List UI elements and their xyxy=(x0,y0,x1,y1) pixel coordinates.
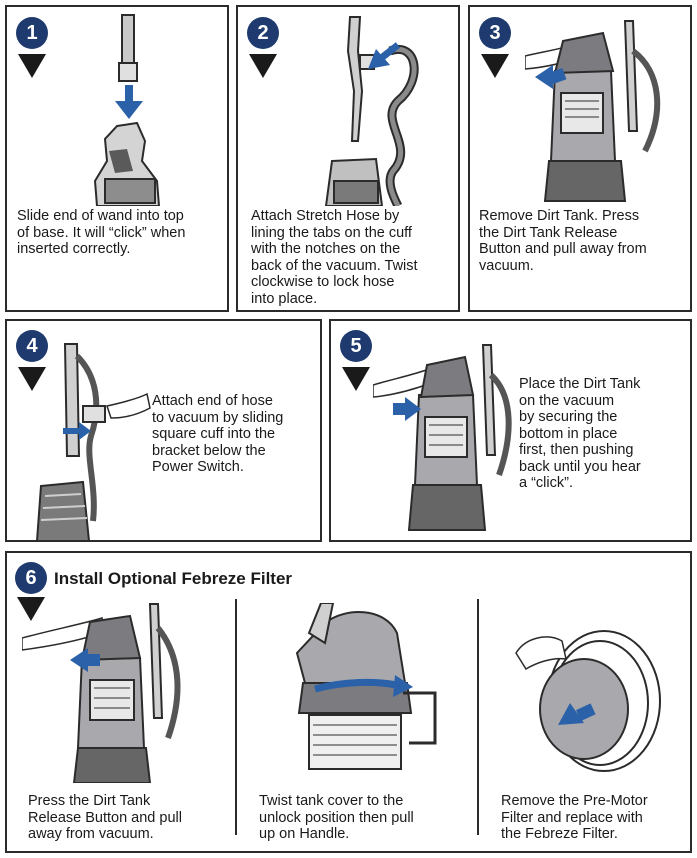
step-4-text: Attach end of hose to vacuum by sliding … xyxy=(152,393,284,475)
hose-attach-illustration xyxy=(36,343,151,540)
step-number-badge: 1 xyxy=(16,17,48,49)
step-5-panel: 5 Place the Dirt Tank on the vacuum by s… xyxy=(329,319,692,542)
step-pointer-triangle xyxy=(481,54,509,78)
step-6-substep-1-text: Press the Dirt Tank Release Button and p… xyxy=(28,793,182,842)
step-5-text: Place the Dirt Tank on the vacuum by sec… xyxy=(519,376,641,491)
step-2-text: Attach Stretch Hose by lining the tabs o… xyxy=(251,208,418,307)
step-pointer-triangle xyxy=(342,367,370,391)
step-number-badge: 5 xyxy=(340,330,372,362)
step-1-text: Slide end of wand into top of base. It w… xyxy=(17,208,186,257)
step-3-text: Remove Dirt Tank. Press the Dirt Tank Re… xyxy=(479,208,647,274)
step-pointer-triangle xyxy=(249,54,277,78)
step-number-badge: 2 xyxy=(247,17,279,49)
substep-divider xyxy=(235,599,237,835)
step-pointer-triangle xyxy=(17,597,45,621)
stretch-hose-illustration xyxy=(324,16,419,206)
step-4-panel: 4 Attach end of hose to vacuum by slidin… xyxy=(5,319,322,542)
substep-divider xyxy=(477,599,479,835)
filter-replace-illustration xyxy=(515,630,661,772)
dirt-tank-removal-illustration xyxy=(525,20,661,202)
step-2-panel: 2 Attach Stretch Hose by lining the tabs… xyxy=(236,5,460,312)
step-number-badge: 4 xyxy=(16,330,48,362)
step-6-substep-3-text: Remove the Pre-Motor Filter and replace … xyxy=(501,793,648,842)
step-6-panel: 6 Install Optional Febreze Filter Press … xyxy=(5,551,692,853)
step-6-title: Install Optional Febreze Filter xyxy=(54,569,293,588)
tank-cover-twist-illustration xyxy=(295,603,437,770)
step-pointer-triangle xyxy=(18,54,46,78)
step-pointer-triangle xyxy=(18,367,46,391)
wand-insert-illustration xyxy=(93,14,161,206)
step-number-badge: 6 xyxy=(15,562,47,594)
step-6-substep-2-text: Twist tank cover to the unlock position … xyxy=(259,793,414,842)
step-number-badge: 3 xyxy=(479,17,511,49)
step-3-panel: 3 Remove Dirt Tank. Press the Dirt Tank … xyxy=(468,5,692,312)
step-1-panel: 1 Slide end of wand into top of base. It… xyxy=(5,5,229,312)
dirt-tank-placement-illustration xyxy=(373,344,512,531)
tank-release-illustration xyxy=(22,603,181,783)
